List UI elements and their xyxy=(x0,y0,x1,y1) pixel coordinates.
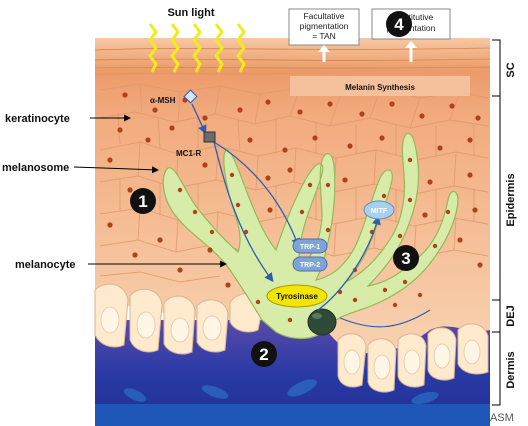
melanosome-pointer xyxy=(73,166,159,174)
melanin-synthesis-label: Melanin Synthesis xyxy=(345,83,415,92)
layer-dej-label: DEJ xyxy=(505,305,517,326)
msh-to-receptor-arrow xyxy=(191,103,207,135)
melanin-synthesis-band xyxy=(290,76,470,96)
sunlight-label: Sun light xyxy=(167,7,214,19)
marker-2-label: 2 xyxy=(259,345,268,364)
tyrosinase-enzyme xyxy=(266,284,328,308)
sc-lines xyxy=(94,47,491,69)
epidermis-layer xyxy=(95,38,490,354)
trp1-label: TRP-1 xyxy=(300,244,320,251)
marker-4 xyxy=(386,11,412,37)
trp2-pill xyxy=(292,256,328,272)
layer-sc-label: SC xyxy=(505,62,517,77)
marker-4-label: 4 xyxy=(394,15,404,34)
melanocyte-label: melanocyte xyxy=(15,259,76,271)
alpha-msh-ligand-icon xyxy=(183,89,198,104)
marker-3-label: 3 xyxy=(401,249,410,268)
constitutive-arrow-head xyxy=(405,41,417,48)
marker-1 xyxy=(130,188,156,214)
trp2-label: TRP-2 xyxy=(300,262,320,269)
melanosome-label: melanosome xyxy=(2,162,69,174)
alpha-msh-label: α-MSH xyxy=(150,96,176,105)
melanin-granules xyxy=(107,92,483,323)
receptor-to-tyrosinase-arrow xyxy=(213,141,274,283)
layer-dermis-label: Dermis xyxy=(505,351,517,388)
watermark-text: ASM xyxy=(490,412,514,424)
constitutive-line1: Constitutive xyxy=(389,12,434,22)
mc1r-label: MC1-R xyxy=(176,149,202,158)
melanocyte-nucleus xyxy=(307,308,337,336)
facultative-line2: pigmentation xyxy=(300,21,349,31)
dermis-fibroblasts xyxy=(123,379,439,405)
nucleus-highlight xyxy=(312,313,322,319)
facultative-box xyxy=(288,8,360,46)
mitf-loop-arrow xyxy=(339,309,431,328)
facultative-line3: = TAN xyxy=(312,31,336,41)
marker-1-label: 1 xyxy=(138,192,147,211)
layer-epidermis-label: Epidermis xyxy=(505,173,517,226)
mitf-protein xyxy=(363,200,395,220)
mc1r-receptor-icon xyxy=(203,131,216,143)
layer-scale xyxy=(492,39,501,406)
sunlight-rays-icon xyxy=(148,23,246,73)
basal-nuclei xyxy=(100,306,481,380)
trp1-pill xyxy=(292,238,328,254)
marker-3 xyxy=(393,245,419,271)
facultative-line1: Facultative xyxy=(303,11,344,21)
marker-2 xyxy=(251,341,277,367)
receptor-to-trp-arrow xyxy=(213,141,301,248)
facultative-arrow-head xyxy=(318,45,330,52)
mitf-label: MITF xyxy=(371,208,388,215)
mitf-pathway-arrow xyxy=(317,215,381,311)
stratum-corneum xyxy=(95,38,490,76)
keratinocyte-label: keratinocyte xyxy=(5,113,70,125)
dermis-bottom-band xyxy=(95,404,490,426)
tyrosinase-label: Tyrosinase xyxy=(276,292,318,301)
